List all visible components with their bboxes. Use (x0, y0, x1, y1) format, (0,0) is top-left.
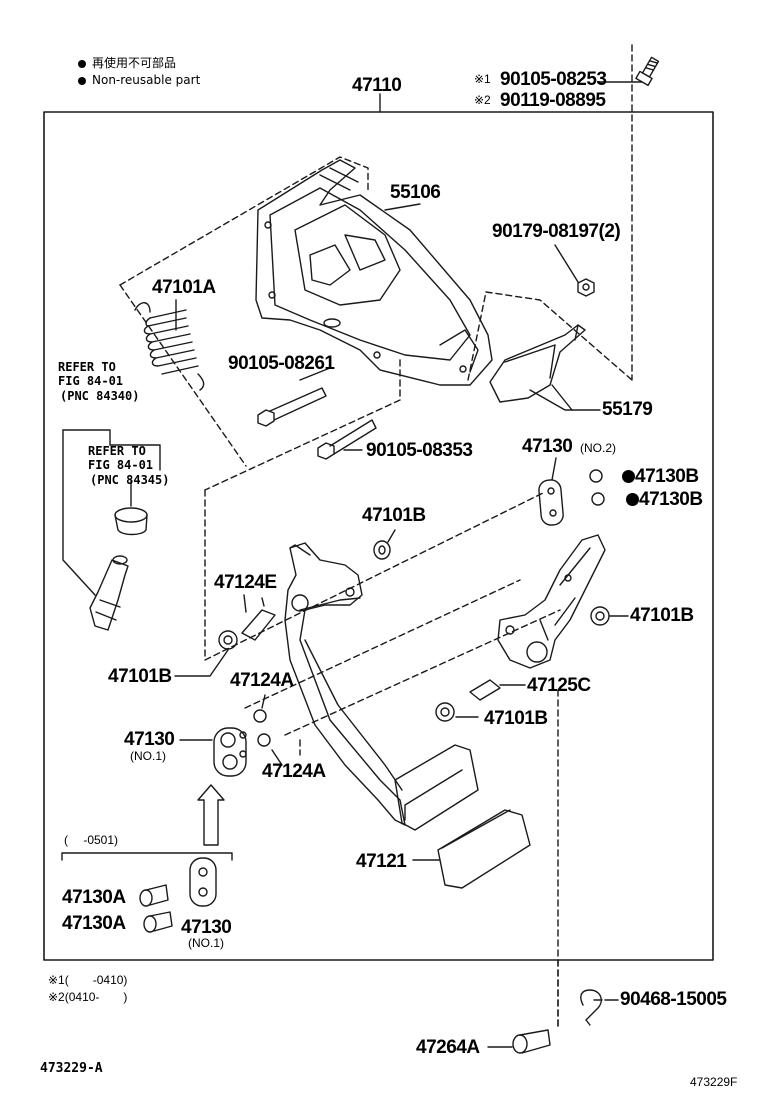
legend-en: Non-reusable part (78, 74, 200, 86)
pedal-pad-47121-shape (437, 809, 531, 889)
bracket-55179-shape (489, 324, 586, 403)
pin-47130a-lower (143, 911, 173, 933)
label-47130-no1-lower[interactable]: 47130 (181, 917, 232, 938)
refer-note-2-line3: (PNC 84345) (90, 473, 170, 487)
plate-47130-no1-shape (179, 727, 247, 777)
label-90179-08197[interactable]: 90179-08197(2) (492, 221, 621, 242)
bracket-55106-shape (255, 159, 493, 386)
plate-47130-no2-shape (538, 457, 564, 526)
label-47264a[interactable]: 47264A (416, 1037, 480, 1058)
label-47124a-bottom[interactable]: 47124A (262, 761, 326, 782)
refer-note-1-line2: FIG 84-01 (58, 374, 124, 388)
refer-note-1-line1: REFER TO (58, 360, 116, 374)
figure-code: 473229F (690, 1075, 738, 1089)
non-reusable-dot-icon (78, 59, 86, 68)
assembly-frame (43, 111, 714, 961)
label-47121[interactable]: 47121 (356, 851, 407, 872)
bushing-47101b-right (590, 606, 629, 626)
label-47130-no2[interactable]: 47130 (522, 436, 573, 457)
brake-pedal-arm-shape (284, 542, 406, 826)
label-47130-no1[interactable]: 47130 (124, 729, 175, 750)
legend-jp-text: 再使用不可部品 (92, 56, 177, 70)
label-90468-15005[interactable]: 90468-15005 (620, 989, 727, 1010)
refer-note-2-line1: REFER TO (88, 444, 146, 458)
label-47130a-2[interactable]: 47130A (62, 913, 126, 934)
label-55179[interactable]: 55179 (602, 399, 653, 420)
non-reusable-dot-icon (626, 493, 639, 506)
pin-47130a-upper (139, 884, 169, 907)
label-47130a-1[interactable]: 47130A (62, 887, 126, 908)
bolt-icon (635, 56, 660, 87)
note-mark-2: ※2 (474, 93, 491, 107)
label-47101a[interactable]: 47101A (152, 277, 216, 298)
footnote-1: ※1( -0410) (48, 973, 128, 987)
pin-47124e-shape (241, 594, 276, 641)
pedal-pad-shape (394, 744, 479, 831)
nut-icon-90179 (577, 278, 595, 297)
refer-note-1-line3: (PNC 84340) (60, 389, 140, 403)
bolt-icon-90105-08261 (257, 387, 327, 427)
label-47101b-top[interactable]: 47101B (362, 505, 426, 526)
clip-47124a-top (253, 694, 267, 723)
label-90105-08261[interactable]: 90105-08261 (228, 353, 335, 374)
clevis-pin-icon (487, 1029, 551, 1054)
legend-en-text: Non-reusable part (92, 73, 201, 87)
label-90105-08253[interactable]: 90105-08253 (500, 69, 607, 90)
label-47130b-1-text: 47130B (635, 466, 699, 487)
direction-arrow-icon (197, 784, 225, 846)
label-90105-08353[interactable]: 90105-08353 (366, 440, 473, 461)
plate-47130-no1-lower-shape (189, 857, 217, 907)
label-47124e[interactable]: 47124E (214, 572, 277, 593)
label-47124a-top[interactable]: 47124A (230, 670, 294, 691)
label-47130-no2-sub: (NO.2) (580, 441, 616, 455)
bushing-icon (589, 469, 603, 483)
label-47130b-2[interactable]: 47130B (626, 490, 703, 509)
bushing-47101b-top (373, 529, 396, 560)
bushing-47101b-left (174, 630, 238, 677)
label-47130-no1-sub: (NO.1) (130, 749, 166, 763)
label-47101b-right[interactable]: 47101B (630, 605, 694, 626)
refer-note-2-line2: FIG 84-01 (88, 458, 154, 472)
footnote-2: ※2(0410- ) (48, 990, 128, 1004)
clip-icon-90468 (580, 989, 619, 1026)
label-47130b-2-text: 47130B (639, 489, 703, 510)
pin-47125c-shape (469, 679, 526, 701)
label-47110[interactable]: 47110 (352, 75, 402, 96)
label-55106[interactable]: 55106 (390, 182, 441, 203)
label-47130b-1[interactable]: 47130B (622, 467, 699, 486)
label-47125c[interactable]: 47125C (527, 675, 591, 696)
bushing-47101b-mid (435, 702, 479, 722)
legend-jp: 再使用不可部品 (78, 57, 176, 69)
label-47101b-left[interactable]: 47101B (108, 666, 172, 687)
label-90119-08895[interactable]: 90119-08895 (500, 90, 606, 111)
stop-lamp-switch-icon (89, 555, 129, 631)
bolt-icon-90105-08353 (317, 419, 377, 460)
spring-icon-47101a (134, 302, 205, 391)
non-reusable-dot-icon (78, 76, 86, 85)
label-47101b-mid[interactable]: 47101B (484, 708, 548, 729)
clip-47124a-bottom (257, 733, 283, 766)
diagram-code: 473229-A (40, 1061, 103, 1076)
lever-plate-shape (497, 534, 606, 669)
stopper-cap-icon (114, 479, 148, 536)
label-47130-no1-lower-sub: (NO.1) (188, 936, 224, 950)
non-reusable-dot-icon (622, 470, 635, 483)
note-mark-1: ※1 (474, 72, 491, 86)
date-range-note: ( -0501) (64, 833, 119, 847)
